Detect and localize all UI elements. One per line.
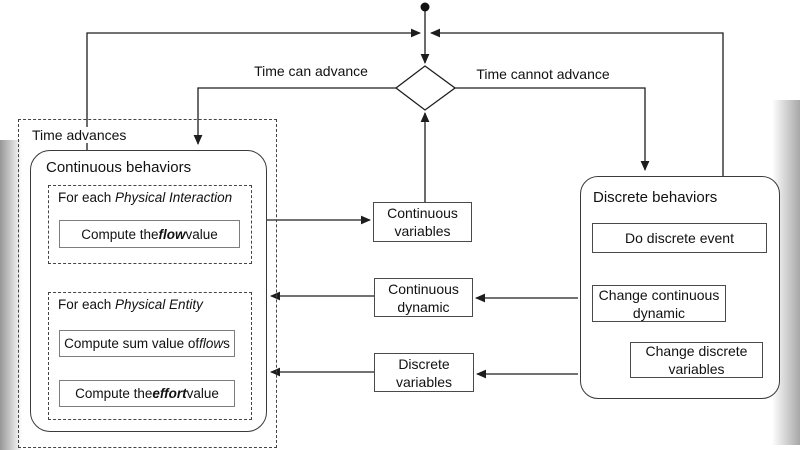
sum-step-post: s (223, 336, 230, 351)
change-dynamic-line2: dynamic (632, 304, 686, 321)
arrow-time-cannot-advance (455, 87, 650, 171)
change-variables-line2: variables (668, 361, 725, 377)
loop-emphasis: Physical Entity (115, 297, 203, 312)
physical-interaction-loop-label: For each Physical Interaction (58, 190, 232, 205)
time-cannot-advance-label: Time cannot advance (476, 66, 610, 82)
loop-prefix: For each (58, 297, 116, 312)
time-can-advance-label: Time can advance (254, 63, 368, 79)
compute-effort-step: Compute the effort value (59, 380, 235, 407)
physical-entity-loop-label: For each Physical Entity (58, 297, 203, 312)
time-advances-region (18, 119, 277, 448)
change-variables-line1: Change discrete (645, 343, 748, 359)
loop-prefix: For each (58, 190, 116, 205)
change-dynamic-line1: Change continuous (598, 286, 720, 303)
effort-step-pre: Compute the (75, 386, 153, 401)
physical-entity-loop (48, 292, 252, 420)
effort-step-post: value (186, 386, 219, 401)
flow-step-post: value (185, 226, 218, 242)
continuous-variables-box: Continuous variables (373, 202, 472, 242)
flow-step-strong: flow (158, 226, 186, 242)
arrow-discrete-feedback (430, 28, 724, 176)
left-edge-shading (0, 140, 22, 450)
do-discrete-event-label: Do discrete event (625, 230, 734, 246)
discrete-variables-box: Discrete variables (374, 353, 474, 392)
compute-flow-step: Compute the flow value (59, 220, 240, 248)
sum-step-pre: Compute sum value of (64, 336, 200, 351)
start-node (420, 2, 430, 12)
continuous-behaviors-title: Continuous behaviors (46, 159, 192, 176)
continuous-dynamic-box: Continuous dynamic (374, 278, 473, 317)
discrete-variables-line2: variables (395, 373, 453, 390)
continuous-variables-line2: variables (394, 223, 451, 239)
discrete-behaviors-title: Discrete behaviors (593, 189, 718, 206)
sum-step-emphasis: flow (199, 336, 224, 351)
decision-diamond (394, 65, 457, 111)
effort-step-strong: effort (152, 386, 187, 401)
continuous-dynamic-line2: dynamic (397, 298, 450, 315)
change-discrete-variables-box: Change discrete variables (630, 342, 763, 378)
discrete-variables-line1: Discrete (398, 355, 450, 372)
do-discrete-event-box: Do discrete event (592, 223, 767, 253)
loop-emphasis: Physical Interaction (115, 190, 233, 205)
flow-step-pre: Compute the (81, 226, 159, 242)
continuous-dynamic-line1: Continuous (388, 280, 459, 297)
continuous-variables-line1: Continuous (387, 205, 458, 221)
time-advances-label: Time advances (30, 127, 129, 143)
change-continuous-dynamic-box: Change continuous dynamic (592, 285, 726, 322)
physical-interaction-loop (48, 185, 252, 264)
